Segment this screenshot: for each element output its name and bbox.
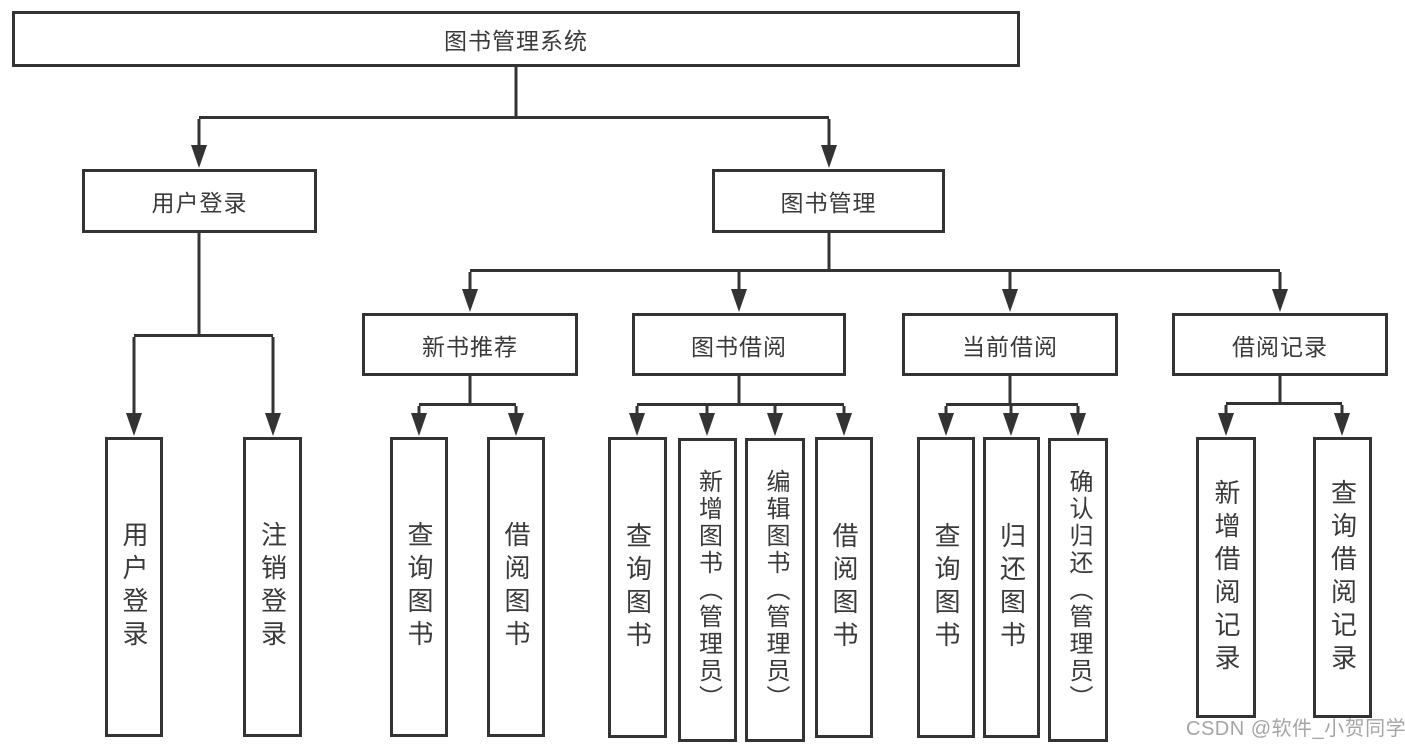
leaf-add-book-admin-label: 新增图书（管理员）: [694, 468, 722, 712]
leaf-borrow-books: 借阅图书: [815, 437, 873, 738]
connector-current-borrow-to-leaves: [938, 376, 1086, 436]
node-book-borrow: 图书借阅: [632, 313, 846, 376]
leaf-borrow-books-recommend-label: 借阅图书: [501, 521, 531, 653]
leaf-return-book-label: 归还图书: [996, 521, 1027, 654]
node-system: 图书管理系统: [12, 11, 1020, 67]
node-borrow-records: 借阅记录: [1172, 313, 1388, 376]
leaf-query-books-current: 查询图书: [917, 437, 975, 738]
leaf-logout: 注销登录: [243, 437, 302, 737]
leaf-logout-label: 注销登录: [257, 521, 288, 653]
connector-borrow-records-to-leaves: [1218, 376, 1350, 436]
node-new-book-recommend: 新书推荐: [362, 313, 578, 376]
leaf-query-borrow-record-label: 查询借阅记录: [1327, 478, 1358, 677]
leaf-return-book: 归还图书: [983, 437, 1040, 738]
leaf-query-books-borrow: 查询图书: [608, 437, 667, 738]
connector-book-management-to-level3: [462, 233, 1288, 312]
leaf-query-books-current-label: 查询图书: [931, 521, 961, 654]
leaf-confirm-return-admin: 确认归还（管理员）: [1048, 438, 1108, 742]
connector-book-borrow-to-leaves: [629, 376, 852, 436]
leaf-edit-book-admin: 编辑图书（管理员）: [745, 438, 805, 742]
leaf-user-login: 用户登录: [105, 437, 163, 737]
leaf-add-borrow-record: 新增借阅记录: [1196, 437, 1256, 718]
leaf-query-books-recommend: 查询图书: [390, 437, 448, 737]
leaf-add-borrow-record-label: 新增借阅记录: [1211, 478, 1241, 677]
connector-new-book-recommend-to-leaves: [411, 376, 524, 436]
connector-root-to-level2: [191, 67, 837, 168]
node-book-management: 图书管理: [712, 169, 945, 233]
node-current-borrow: 当前借阅: [902, 313, 1118, 376]
leaf-query-books-borrow-label: 查询图书: [622, 521, 653, 654]
csdn-watermark: CSDN @软件_小贺同学: [1186, 718, 1405, 740]
leaf-query-books-recommend-label: 查询图书: [404, 521, 434, 653]
connector-user-login-to-leaves: [126, 233, 281, 436]
node-user-login: 用户登录: [82, 169, 317, 233]
leaf-user-login-label: 用户登录: [119, 521, 149, 653]
leaf-borrow-books-recommend: 借阅图书: [487, 437, 545, 737]
leaf-borrow-books-label: 借阅图书: [829, 521, 859, 654]
leaf-edit-book-admin-label: 编辑图书（管理员）: [762, 468, 789, 712]
leaf-add-book-admin: 新增图书（管理员）: [678, 438, 737, 742]
leaf-confirm-return-admin-label: 确认归还（管理员）: [1065, 468, 1092, 712]
leaf-query-borrow-record: 查询借阅记录: [1313, 437, 1372, 718]
